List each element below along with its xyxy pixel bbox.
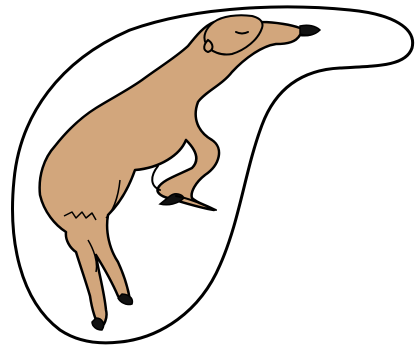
fetus-ear	[204, 40, 212, 52]
